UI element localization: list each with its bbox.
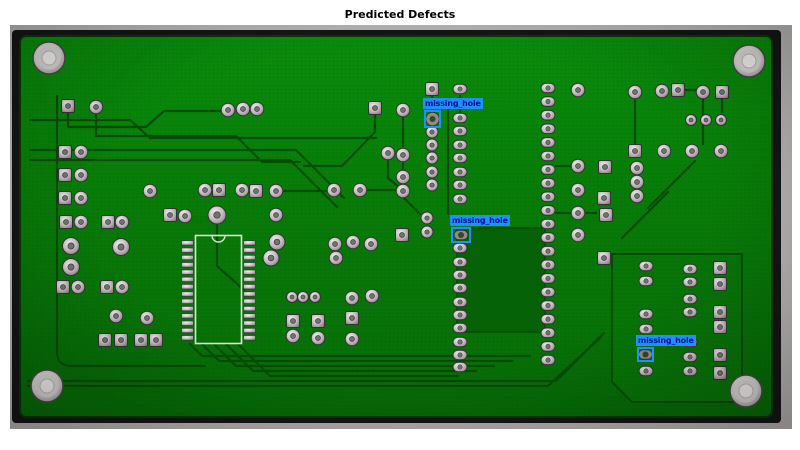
detection-box — [637, 347, 654, 362]
detection-label: missing_hole — [636, 335, 696, 346]
figure-title: Predicted Defects — [344, 8, 456, 21]
detection-box — [424, 110, 441, 128]
detection-label: missing_hole — [423, 98, 483, 109]
detection-box — [451, 227, 471, 243]
photo-vignette — [10, 25, 792, 429]
detection-label: missing_hole — [450, 215, 510, 226]
